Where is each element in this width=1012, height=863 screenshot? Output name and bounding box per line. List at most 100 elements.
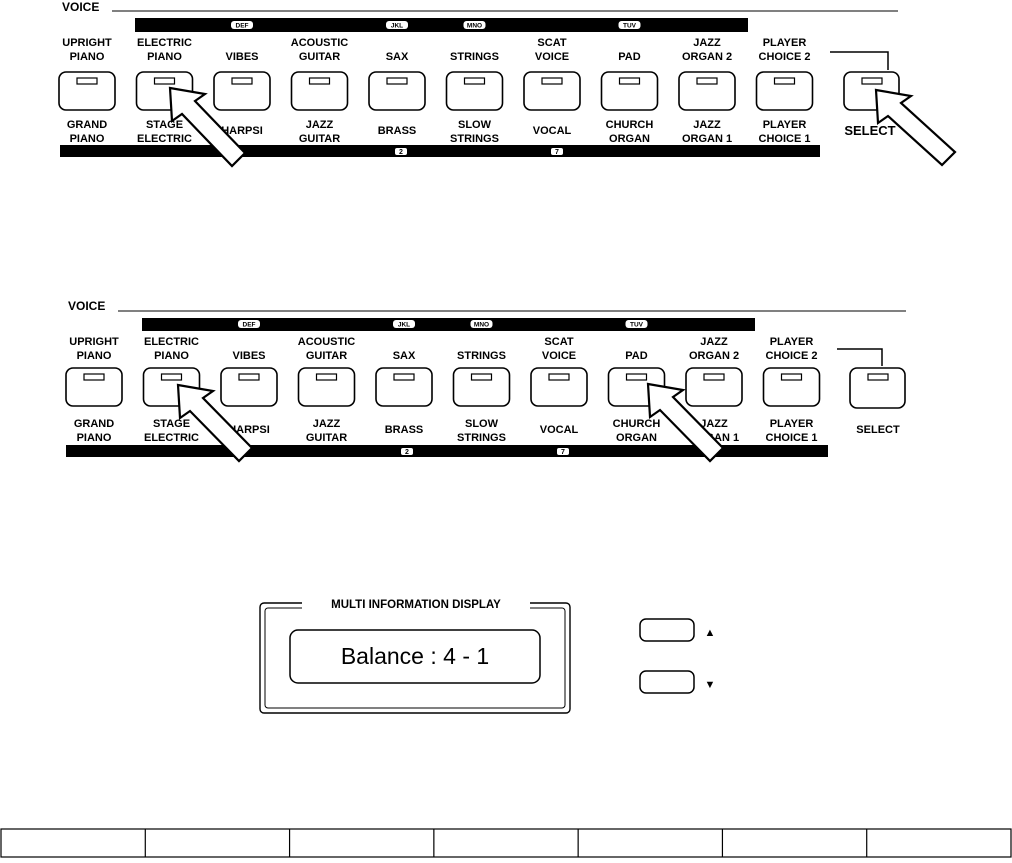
voice-button[interactable]: [368, 71, 426, 111]
key-letters-badge: [238, 320, 260, 328]
key-letters-badge: [463, 21, 486, 29]
voice-bottom-label: BRASS: [378, 125, 417, 137]
voice-top-label: VOICE: [542, 350, 576, 362]
voice-top-label: STRINGS: [457, 350, 506, 362]
up-button[interactable]: [639, 618, 695, 642]
voice-button[interactable]: [297, 367, 356, 407]
key-letters: JKL: [391, 23, 403, 30]
bottom-black-bar: [60, 145, 820, 157]
voice-top-label: VIBES: [232, 350, 265, 362]
lcd-screen: [289, 629, 541, 684]
key-letters-badge: [393, 320, 415, 328]
voice-bottom-label: ORGAN: [616, 432, 657, 444]
key-letters: JKL: [398, 322, 410, 329]
voice-button[interactable]: [445, 71, 504, 111]
voice-button[interactable]: [685, 367, 743, 407]
key-letters-badge: [618, 21, 641, 29]
voice-bottom-label: ELECTRIC: [144, 432, 199, 444]
voice-top-label: STRINGS: [450, 51, 499, 63]
voice-button[interactable]: [213, 71, 271, 111]
display-title: MULTI INFORMATION DISPLAY: [331, 599, 501, 611]
key-letters: MNO: [474, 322, 489, 329]
down-button[interactable]: [639, 670, 695, 694]
voice-bottom-label: ORGAN 1: [682, 133, 732, 145]
voice-top-label: PAD: [618, 51, 640, 63]
voice-top-label: SAX: [393, 350, 416, 362]
voice-bottom-label: HARPSI: [221, 125, 263, 137]
voice-bottom-label: JAZZ: [306, 119, 334, 131]
pointer-arrow-icon: [176, 383, 254, 463]
key-letters: DEF: [243, 322, 256, 329]
voice-bottom-label: STRINGS: [457, 432, 506, 444]
voice-bottom-label: JAZZ: [700, 418, 728, 430]
pointer-arrow-icon: [874, 88, 957, 167]
voice-button[interactable]: [762, 367, 821, 407]
voice-bottom-label: GUITAR: [299, 133, 340, 145]
voice-bottom-label: VOCAL: [540, 424, 579, 436]
voice-button[interactable]: [65, 367, 123, 407]
voice-top-label: JAZZ: [700, 336, 728, 348]
voice-top-label: SCAT: [537, 37, 566, 49]
voice-bottom-label: ELECTRIC: [137, 133, 192, 145]
voice-top-label: GUITAR: [306, 350, 347, 362]
bottom-table: [0, 828, 1012, 858]
voice-bottom-label: BRASS: [385, 424, 424, 436]
select-label: SELECT: [844, 123, 895, 138]
voice-top-label: PIANO: [154, 350, 189, 362]
voice-top-label: ELECTRIC: [137, 37, 192, 49]
voice-button[interactable]: [375, 367, 433, 407]
voice-button[interactable]: [523, 71, 581, 111]
voice-button[interactable]: [600, 71, 659, 111]
pointer-arrow-icon: [168, 86, 247, 168]
voice-button[interactable]: [678, 71, 736, 111]
lcd-text: Balance : 4 - 1: [341, 643, 489, 669]
voice-top-label: ORGAN 2: [682, 51, 732, 63]
voice-button[interactable]: [58, 71, 116, 111]
voice-top-label: PLAYER: [763, 37, 807, 49]
voice-top-label: VIBES: [225, 51, 258, 63]
voice-bottom-label: ORGAN: [609, 133, 650, 145]
voice-top-label: ORGAN 2: [689, 350, 739, 362]
voice-heading: VOICE: [68, 299, 105, 313]
voice-button[interactable]: [290, 71, 349, 111]
key-letters: MNO: [467, 23, 482, 30]
voice-top-label: VOICE: [535, 51, 569, 63]
voice-top-label: GUITAR: [299, 51, 340, 63]
voice-button[interactable]: [755, 71, 814, 111]
voice-bottom-label: PLAYER: [770, 418, 814, 430]
svg-text:7: 7: [561, 449, 565, 456]
key-letters-badge: [386, 21, 408, 29]
voice-bottom-label: PIANO: [70, 133, 105, 145]
select-button[interactable]: [849, 367, 906, 409]
voice-top-label: PIANO: [147, 51, 182, 63]
voice-button[interactable]: [530, 367, 588, 407]
voice-bottom-label: STAGE: [146, 119, 183, 131]
voice-button[interactable]: [220, 367, 278, 407]
voice-top-label: PAD: [625, 350, 647, 362]
down-arrow-icon: ▼: [705, 679, 716, 691]
voice-bottom-label: GUITAR: [306, 432, 347, 444]
voice-top-label: JAZZ: [693, 37, 721, 49]
select-label: SELECT: [856, 424, 900, 436]
key-letters: TUV: [630, 322, 644, 329]
top-black-bar: [142, 318, 755, 331]
bottom-black-bar: [66, 445, 828, 457]
key-letters-badge: [625, 320, 648, 328]
voice-top-label: SAX: [386, 51, 409, 63]
svg-text:7: 7: [555, 149, 559, 156]
voice-bottom-label: PLAYER: [763, 119, 807, 131]
voice-top-label: PIANO: [70, 51, 105, 63]
multi-information-display: MULTI INFORMATION DISPLAY Balance : 4 - …: [259, 596, 571, 714]
voice-bottom-label: CHOICE 1: [766, 432, 818, 444]
svg-text:2: 2: [405, 449, 409, 456]
voice-top-label: ACOUSTIC: [291, 37, 349, 49]
voice-bottom-label: STAGE: [153, 418, 190, 430]
voice-bottom-label: CHURCH: [613, 418, 661, 430]
voice-bottom-label: STRINGS: [450, 133, 499, 145]
voice-heading: VOICE: [62, 0, 99, 14]
voice-top-label: PIANO: [77, 350, 112, 362]
voice-button[interactable]: [452, 367, 511, 407]
